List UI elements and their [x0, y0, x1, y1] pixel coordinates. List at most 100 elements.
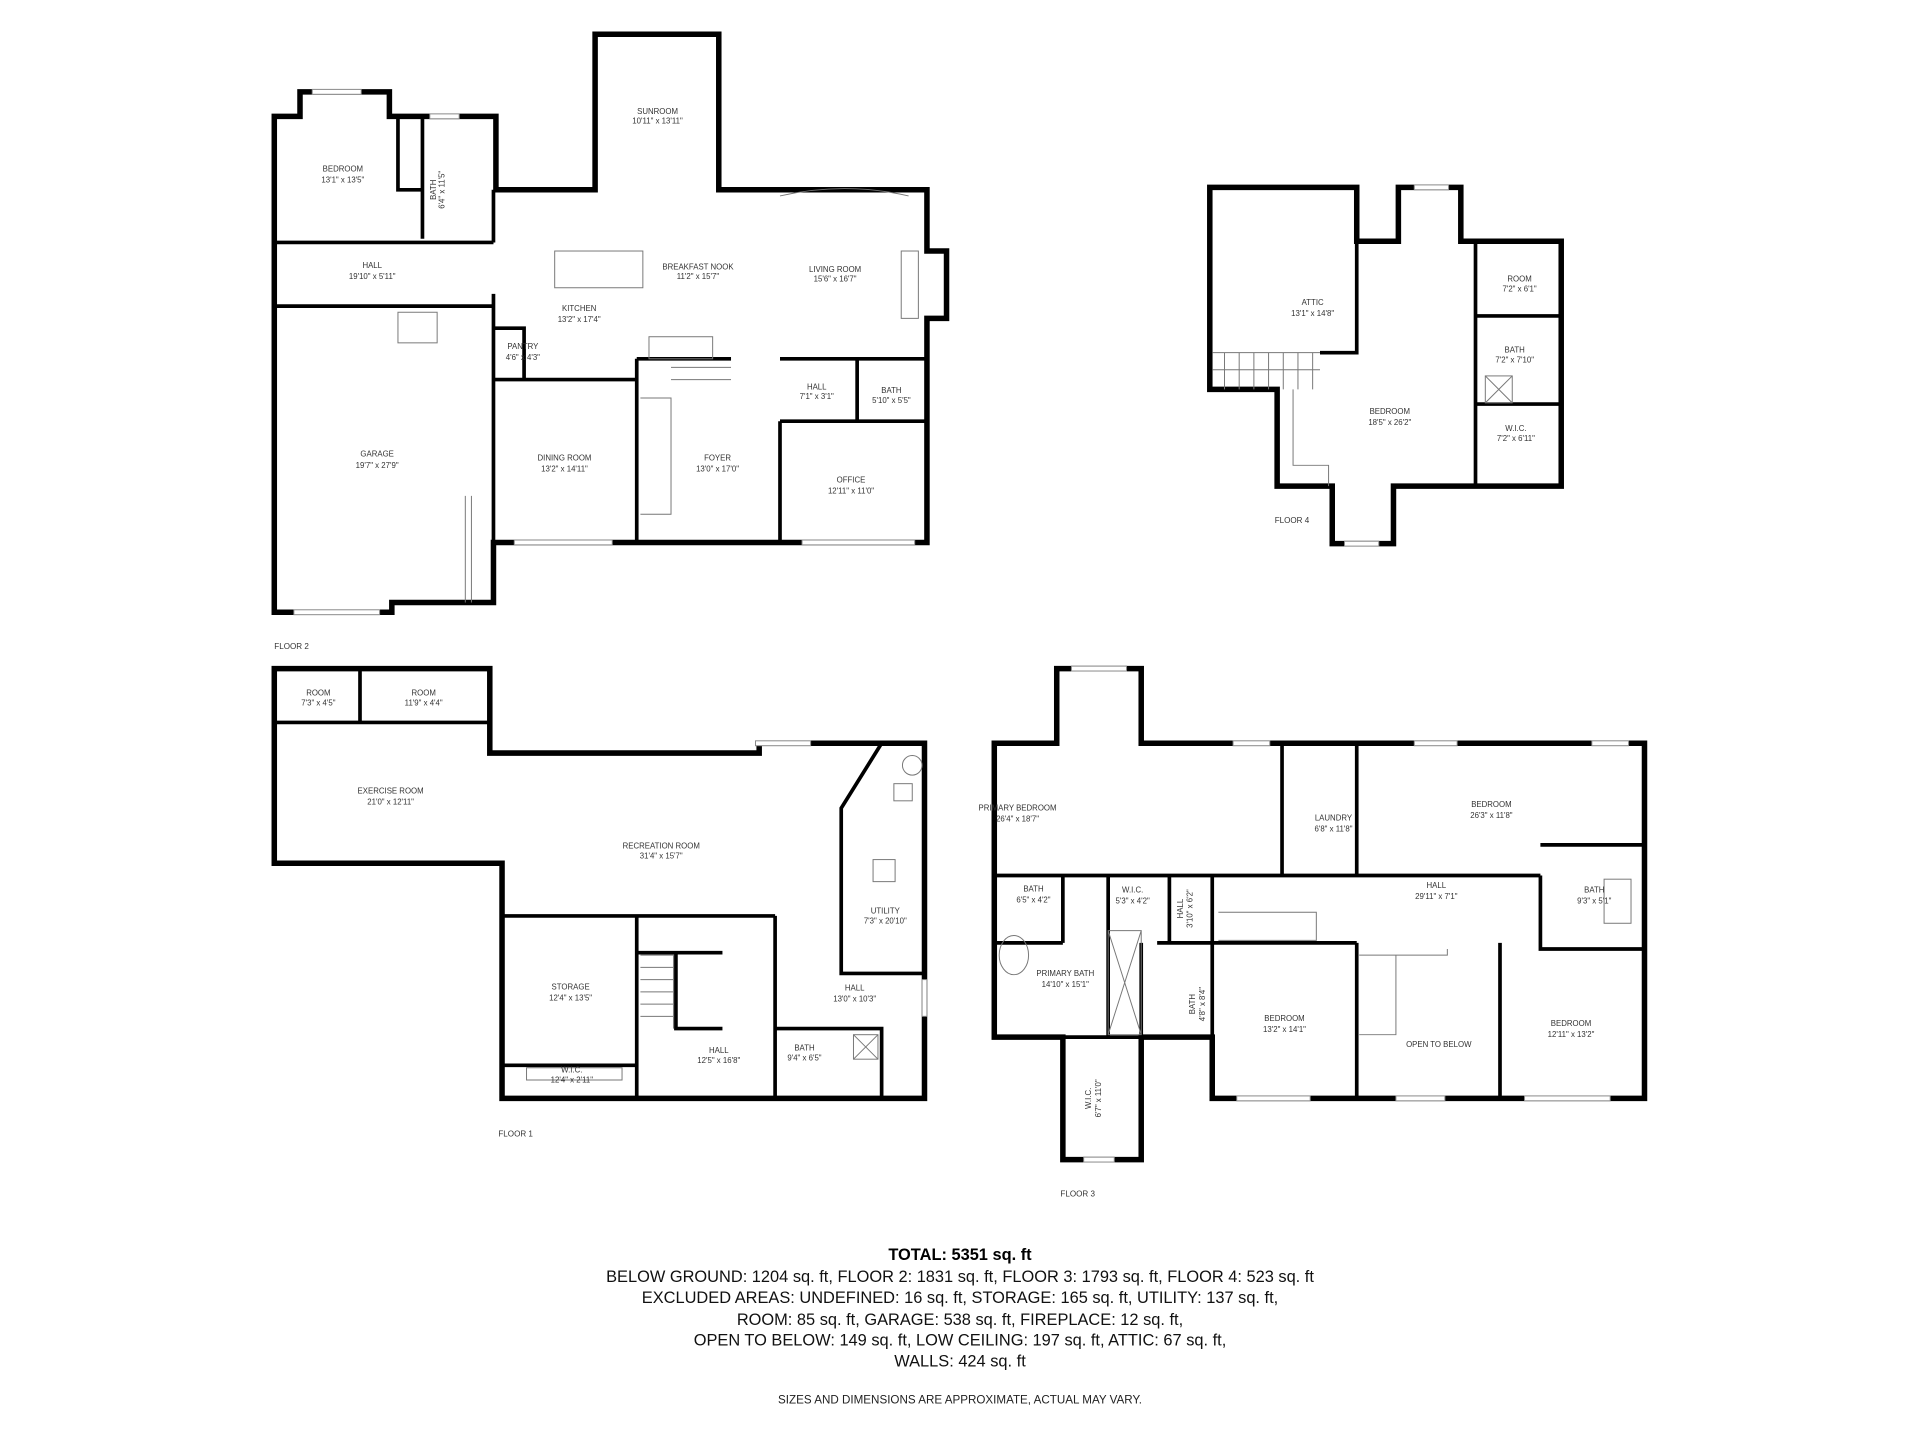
floor-label: FLOOR 2 [274, 642, 309, 651]
room-label: BATH [1505, 346, 1526, 355]
room-label: EXERCISE ROOM [358, 786, 424, 795]
room-dimensions: 13'1" x 13'5" [321, 175, 364, 184]
room-label: W.I.C. [561, 1066, 582, 1075]
room-dimensions: 11'2" x 15'7" [677, 272, 720, 281]
floor-2-walls [271, 31, 950, 616]
room-label: HALL [362, 261, 382, 270]
room-dimensions: 7'2" x 6'11" [1497, 434, 1535, 443]
room-dimensions: 26'4" x 18'7" [996, 815, 1039, 824]
room-dimensions: 15'6" x 16'7" [814, 275, 857, 284]
summary-line: OPEN TO BELOW: 149 sq. ft, LOW CEILING: … [694, 1332, 1227, 1350]
room-dimensions: 11'9" x 4'4" [405, 698, 443, 707]
room-dimensions: 13'2" x 14'1" [1263, 1025, 1306, 1034]
room-dimensions: 12'4" x 13'5" [549, 993, 592, 1002]
room-label: PRIMARY BEDROOM [979, 804, 1057, 813]
room-label: BEDROOM [1551, 1019, 1591, 1028]
room-dimensions: 12'11" x 13'2" [1548, 1030, 1595, 1039]
room-dimensions: 18'5" x 26'2" [1368, 418, 1411, 427]
room-label: W.I.C. [1084, 1088, 1093, 1109]
room-dimensions: 14'10" x 15'1" [1042, 980, 1090, 989]
room-label: ROOM [411, 689, 435, 698]
room-dimensions: 7'3" x 20'10" [864, 916, 907, 925]
room-dimensions: 12'4" x 2'11" [551, 1075, 594, 1084]
room-dimensions: 6'4" x 11'5" [437, 171, 446, 209]
room-dimensions: 6'5" x 4'2" [1016, 895, 1050, 904]
room-dimensions: 19'7" x 27'9" [356, 461, 399, 470]
room-dimensions: 3'10" x 6'2" [1186, 889, 1195, 928]
room-dimensions: 13'0" x 17'0" [696, 464, 739, 473]
room-label: UTILITY [871, 906, 901, 915]
room-dimensions: 7'3" x 4'5" [301, 698, 335, 707]
summary-line: WALLS: 424 sq. ft [894, 1353, 1026, 1371]
room-dimensions: 7'1" x 3'1" [800, 392, 834, 401]
floor-label: FLOOR 1 [498, 1129, 533, 1138]
room-label: W.I.C. [1505, 424, 1526, 433]
room-dimensions: 9'4" x 6'5" [787, 1053, 821, 1062]
room-label: HALL [709, 1046, 729, 1055]
room-label: W.I.C. [1122, 886, 1143, 895]
room-label: BEDROOM [323, 164, 363, 173]
room-label: BATH [1023, 884, 1044, 893]
floor-1-walls [271, 665, 928, 1102]
room-label: GARAGE [360, 450, 394, 459]
floor-4-walls [1207, 184, 1564, 547]
total-area: TOTAL: 5351 sq. ft [888, 1246, 1032, 1264]
room-dimensions: 4'6" x 4'3" [506, 353, 540, 362]
room-dimensions: 26'3" x 11'8" [1470, 811, 1513, 820]
room-label: OFFICE [837, 475, 866, 484]
room-label: LIVING ROOM [809, 265, 861, 274]
room-label: BEDROOM [1370, 407, 1410, 416]
room-dimensions: 31'4" x 15'7" [640, 851, 683, 860]
room-dimensions: 5'10" x 5'5" [872, 396, 911, 405]
room-dimensions: 19'10" x 5'11" [349, 272, 396, 281]
room-label: BREAKFAST NOOK [662, 262, 734, 271]
room-dimensions: 10'11" x 13'11" [632, 117, 683, 126]
floor-1-plan: ROOM 7'3" x 4'5" ROOM 11'9" x 4'4" EXERC… [271, 665, 928, 1138]
room-label: KITCHEN [562, 304, 597, 313]
room-dimensions: 12'5" x 16'8" [697, 1056, 740, 1065]
room-dimensions: 13'0" x 10'3" [833, 995, 876, 1004]
room-label: FOYER [704, 453, 731, 462]
room-dimensions: 12'11" x 11'0" [828, 486, 874, 495]
floor-label: FLOOR 4 [1275, 516, 1310, 525]
room-label: HALL [845, 984, 865, 993]
room-label: BATH [1188, 994, 1197, 1015]
room-label: RECREATION ROOM [623, 842, 700, 851]
room-label: HALL [807, 382, 827, 391]
summary-line: EXCLUDED AREAS: UNDEFINED: 16 sq. ft, ST… [642, 1289, 1278, 1307]
floor-3-plan: PRIMARY BEDROOM 26'4" x 18'7" LAUNDRY 6'… [979, 665, 1648, 1198]
room-dimensions: 7'2" x 6'1" [1502, 284, 1536, 293]
room-label: STORAGE [552, 982, 590, 991]
room-dimensions: 13'1" x 14'8" [1291, 309, 1334, 318]
room-label: BATH [794, 1044, 815, 1053]
room-label: ROOM [306, 689, 330, 698]
room-label: OPEN TO BELOW [1406, 1040, 1472, 1049]
room-label: DINING ROOM [538, 453, 592, 462]
room-label: BEDROOM [1264, 1014, 1304, 1023]
summary-line: ROOM: 85 sq. ft, GARAGE: 538 sq. ft, FIR… [737, 1311, 1183, 1329]
room-label: PANTRY [507, 342, 539, 351]
room-dimensions: 13'2" x 17'4" [558, 315, 601, 324]
room-dimensions: 6'8" x 11'8" [1314, 824, 1352, 833]
room-label: HALL [1427, 881, 1447, 890]
area-summary: TOTAL: 5351 sq. ft BELOW GROUND: 1204 sq… [606, 1246, 1314, 1406]
room-label: BEDROOM [1471, 800, 1511, 809]
room-label: BATH [1584, 886, 1605, 895]
room-label: ROOM [1507, 275, 1531, 284]
floor-3-walls [991, 665, 1648, 1163]
room-label: LAUNDRY [1315, 813, 1353, 822]
floor-label: FLOOR 3 [1060, 1189, 1095, 1198]
room-label: HALL [1176, 898, 1185, 918]
room-label: BATH [429, 179, 438, 200]
floor-4-plan: ATTIC 13'1" x 14'8" ROOM 7'2" x 6'1" BAT… [1207, 184, 1564, 547]
room-dimensions: 7'2" x 7'10" [1495, 355, 1534, 364]
room-dimensions: 6'7" x 11'0" [1094, 1079, 1103, 1117]
room-label: SUNROOM [637, 107, 678, 116]
room-label: ATTIC [1302, 298, 1324, 307]
floor-2-plan: BEDROOM 13'1" x 13'5" BATH 6'4" x 11'5" … [271, 31, 950, 651]
room-dimensions: 29'11" x 7'1" [1415, 892, 1458, 901]
room-dimensions: 21'0" x 12'11" [367, 797, 414, 806]
room-dimensions: 9'3" x 5'1" [1577, 897, 1611, 906]
room-label: BATH [881, 386, 902, 395]
